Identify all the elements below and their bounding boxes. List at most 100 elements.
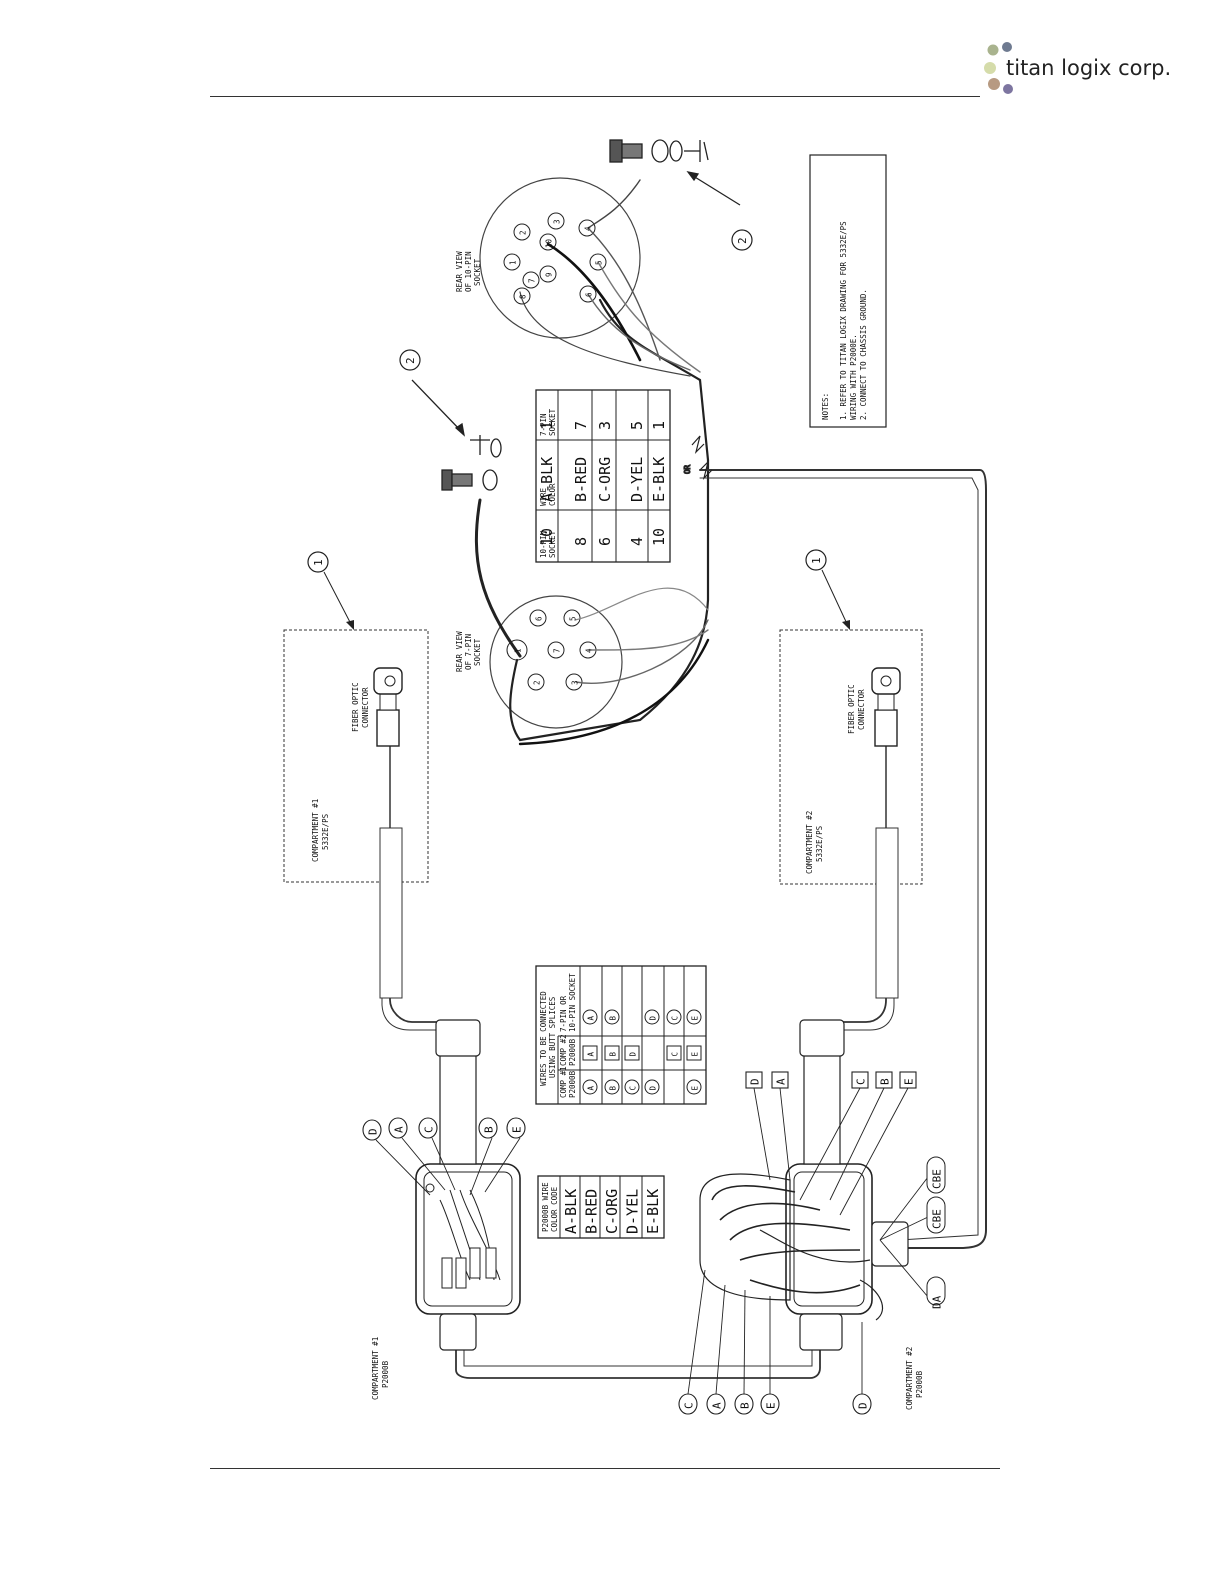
- box1-callout-A: A: [393, 1126, 406, 1133]
- ground-screw-mid: [411, 379, 502, 491]
- socket-table-cell: 3: [596, 421, 614, 430]
- rear10-label-2: OF 10-PIN: [464, 251, 473, 292]
- butt-table-cell: C: [671, 1016, 680, 1021]
- butt-table-header: COMP #2: [559, 1034, 568, 1066]
- socket-table-cell: B-RED: [572, 457, 590, 502]
- butt-table-cell: A: [587, 1086, 596, 1091]
- box1-callout-B-shape: [478, 1117, 498, 1139]
- pin7-7: 7: [553, 648, 562, 653]
- pin7-5: 5: [569, 616, 578, 621]
- butt-table-cell: C: [671, 1052, 680, 1057]
- comp2-sensor-label-2: 5332E/PS: [815, 825, 824, 862]
- butt-table-marker: [582, 1079, 598, 1095]
- butt-table-cell: B: [609, 1052, 618, 1057]
- box2-right-callout: CBE: [931, 1169, 944, 1189]
- socket-table-cell: 7: [572, 421, 590, 430]
- socket-table-cell: 10: [538, 528, 556, 546]
- butt-table-marker: [686, 1009, 702, 1025]
- box2-square-callout-E-shape: [899, 1071, 917, 1089]
- pin10-7: 7: [528, 278, 537, 283]
- cables: [381, 179, 987, 1379]
- socket-table-header: SOCKET: [548, 408, 557, 436]
- socket-table-cell: 1: [650, 421, 668, 430]
- box2-bottom-callout-E: E: [765, 1402, 778, 1409]
- comp1-p2000b-box: COMPARTMENT #1 P2000B: [371, 1019, 521, 1400]
- butt-table-marker: [582, 1045, 598, 1061]
- callout-2-top-text: 2: [736, 237, 749, 244]
- box1-callout-D: D: [367, 1128, 380, 1135]
- butt-table-cell: A: [587, 1052, 596, 1057]
- socket-10-pin: REAR VIEW OF 10-PIN SOCKET: [455, 177, 641, 339]
- pin10-8: 8: [519, 294, 528, 299]
- color-table-header: P2000B WIRE: [541, 1182, 550, 1232]
- header-rule: [210, 96, 980, 97]
- butt-table-marker: [644, 1009, 660, 1025]
- box2-square-callout-E: E: [903, 1078, 916, 1085]
- rear7-label-3: SOCKET: [473, 638, 482, 666]
- color-table-cell: D-YEL: [624, 1189, 642, 1234]
- notes-line-2: WIRING WITH P2000E.: [849, 334, 858, 420]
- ground-screw-top: [609, 139, 741, 206]
- socket-table-header: COLOR: [548, 483, 557, 506]
- box1-callout-E-shape: [506, 1117, 526, 1139]
- butt-table-cell: C: [629, 1086, 638, 1091]
- comp2-sensor-label-1: COMPARTMENT #2: [805, 811, 814, 874]
- pin7-4: 4: [585, 648, 594, 653]
- box2-square-callout-C: C: [855, 1078, 868, 1085]
- butt-table-header: P2000B: [568, 1038, 577, 1066]
- butt-table-marker: [644, 1079, 660, 1095]
- pin10-9: 9: [545, 272, 554, 277]
- butt-table-marker: [582, 1009, 598, 1025]
- box2-bottom-callout-A-shape: [706, 1393, 726, 1415]
- box1-callout-B: B: [483, 1126, 496, 1133]
- socket-table-header: 7-PIN: [539, 413, 548, 436]
- pin7-3: 3: [571, 680, 580, 685]
- socket-table-cell: 4: [628, 537, 646, 546]
- butt-table-title: USING BUTT SPLICES: [548, 996, 557, 1078]
- socket-table-header: WIRE: [539, 487, 548, 506]
- butt-table-header: P2000B: [568, 1070, 577, 1098]
- butt-table-header: COMP #1: [559, 1066, 568, 1098]
- box2-square-callout-B-shape: [875, 1071, 893, 1089]
- callout-1-right: 1: [805, 549, 850, 630]
- butt-table-header: 7-PIN OR: [559, 995, 568, 1032]
- butt-table-marker: [666, 1045, 682, 1061]
- pin7-1: 1: [514, 648, 523, 653]
- socket-7-pin: REAR VIEW OF 7-PIN SOCKET: [455, 595, 623, 729]
- color-table-cell: B-RED: [583, 1189, 601, 1234]
- callout-2-mid-text: 2: [404, 357, 417, 364]
- butt-table-marker: [686, 1079, 702, 1095]
- socket-table-cell: 6: [596, 537, 614, 546]
- footer-rule: [210, 1468, 1000, 1469]
- notes-line-3: 2. CONNECT TO CHASSIS GROUND.: [859, 289, 868, 420]
- butt-table-cell: B: [609, 1016, 618, 1021]
- box2-right-callout: CBE: [931, 1209, 944, 1229]
- comp1-sensor-label-1: COMPARTMENT #1: [311, 799, 320, 862]
- pin10-6: 6: [585, 292, 594, 297]
- notes-line-1: 1. REFER TO TITAN LOGIX DRAWING FOR 5332…: [839, 221, 848, 420]
- butt-table-cell: E: [691, 1086, 700, 1091]
- socket-table-cell: A-BLK: [538, 457, 556, 502]
- callout-1-left: 1: [307, 551, 354, 630]
- box2-square-callout-D-shape: [745, 1071, 763, 1089]
- butt-table-cell: E: [691, 1052, 700, 1057]
- butt-table-marker: [686, 1045, 702, 1061]
- butt-table-cell: A: [587, 1016, 596, 1021]
- butt-table-marker: [624, 1045, 640, 1061]
- rear10-label-3: SOCKET: [473, 258, 482, 286]
- or-label: OR: [683, 464, 692, 474]
- box2-square-callout-C-shape: [851, 1071, 869, 1089]
- box2-bottom-callout-C-shape: [678, 1393, 698, 1415]
- socket-table-cell: E-BLK: [650, 457, 668, 502]
- comp1-sensor-box: COMPARTMENT #1 5332E/PS FIBER OPTIC CONN…: [283, 629, 429, 999]
- socket-table-cell: C-ORG: [596, 457, 614, 502]
- box1-callout-C-shape: [418, 1117, 438, 1139]
- color-table-header: COLOR CODE: [550, 1186, 559, 1232]
- color-table-cell: A-BLK: [562, 1189, 580, 1234]
- box2-bottom-callout-B: B: [739, 1402, 752, 1409]
